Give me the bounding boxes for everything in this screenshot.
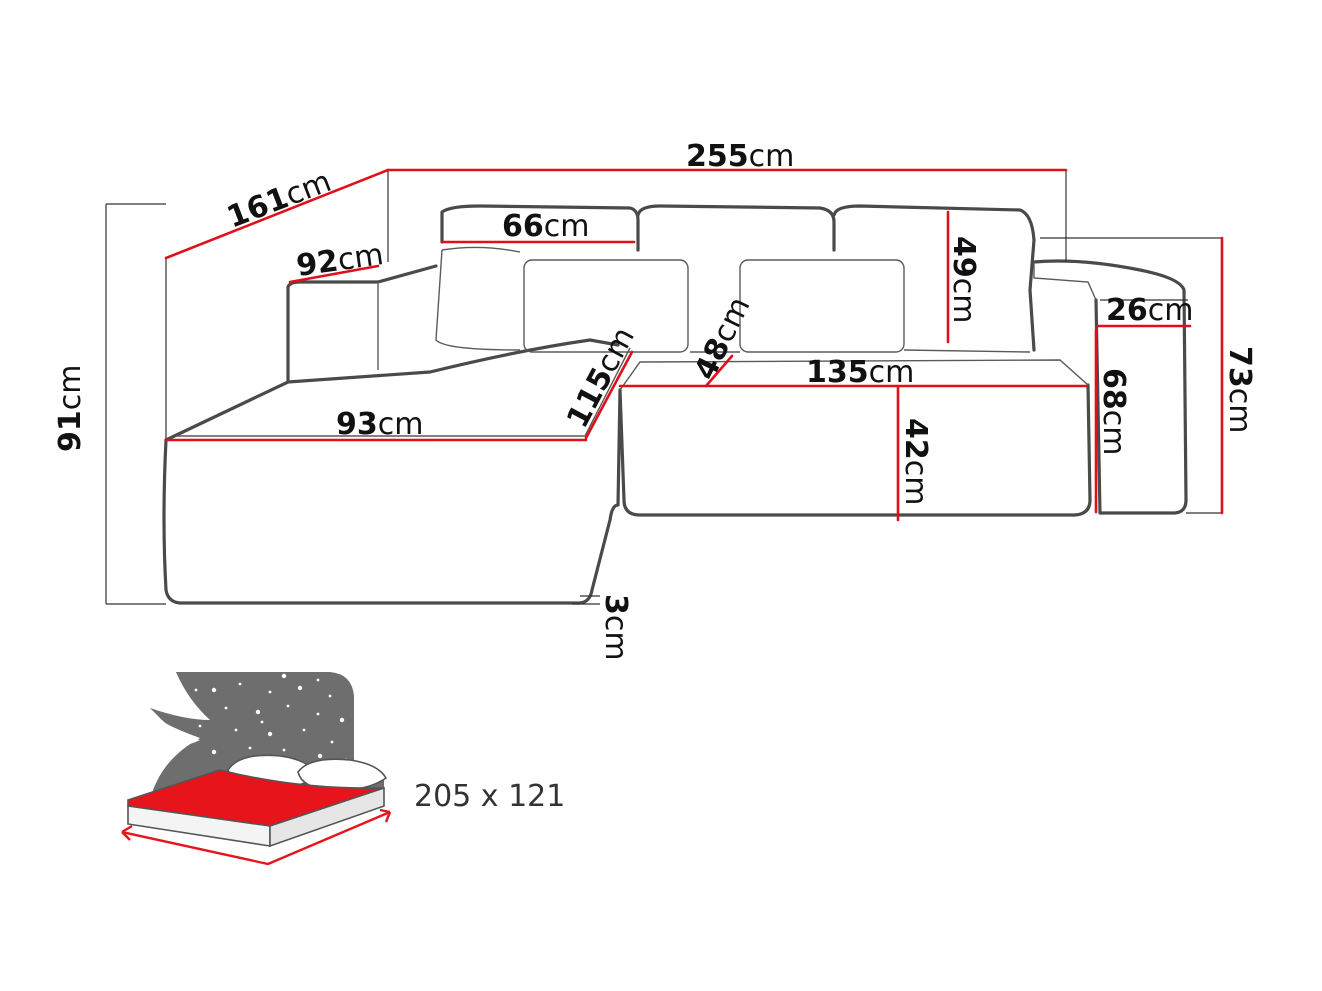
label-92: 92cm (294, 237, 385, 284)
star-icon (268, 690, 272, 694)
star-icon (286, 704, 290, 708)
dim-line-92 (288, 264, 380, 284)
star-icon (282, 748, 286, 752)
right-armrest-inner (1033, 262, 1097, 301)
mattress-end (269, 786, 385, 848)
star-icon (281, 673, 287, 679)
label-73: 73cm (1222, 346, 1257, 433)
back-cushion-3 (832, 204, 1036, 352)
star-icon (234, 728, 238, 732)
chaise-seat-edge (176, 347, 631, 437)
label-91: 91cm (53, 365, 88, 452)
dim-line-115 (584, 350, 634, 440)
label-68: 68cm (1096, 368, 1131, 455)
star-icon (317, 753, 323, 759)
label-161: 161cm (222, 164, 336, 236)
label-42: 42cm (898, 418, 933, 505)
label-26: 26cm (1106, 293, 1193, 328)
star-icon (328, 694, 332, 698)
star-icon (211, 687, 217, 693)
label-135: 135cm (806, 355, 914, 390)
star-icon (260, 720, 264, 724)
sofa-outline (162, 204, 1188, 605)
label-255: 255cm (686, 139, 794, 174)
dimension-labels: 255cm 161cm 92cm 66cm 49cm 26cm 73cm 68c… (53, 139, 1257, 661)
star-icon (316, 712, 320, 716)
star-icon (224, 706, 228, 710)
star-icon (316, 678, 320, 682)
main-seat-top (619, 359, 1089, 391)
star-icon (238, 682, 242, 686)
bed-size-label: 205 x 121 (414, 779, 565, 814)
chaise-seat-top (164, 338, 620, 442)
label-49: 49cm (946, 236, 981, 323)
throw-pillow-left (523, 259, 689, 353)
dimension-lines (164, 168, 1224, 522)
sleeping-function-icon: 205 x 121 (121, 672, 565, 866)
label-115: 115cm (560, 322, 642, 434)
bed-width-arrow (121, 808, 392, 866)
dim-line-161 (164, 168, 390, 260)
moon-icon (150, 708, 200, 746)
label-93: 93cm (336, 407, 423, 442)
label-3: 3cm (598, 594, 633, 661)
label-66: 66cm (502, 209, 589, 244)
main-seat-front (618, 383, 1092, 517)
left-armrest (286, 264, 438, 384)
star-icon (302, 728, 306, 732)
star-icon (211, 749, 217, 755)
back-cushion-2 (636, 204, 836, 252)
throw-pillow-right (739, 259, 905, 353)
back-cushion-right-lower (690, 349, 1031, 353)
star-icon (255, 709, 261, 715)
star-icon (194, 688, 198, 692)
chaise-front (162, 388, 622, 605)
star-icon (330, 740, 334, 744)
left-back-pillow (435, 246, 521, 351)
star-icon (297, 685, 303, 691)
label-48: 48cm (688, 292, 758, 386)
dim-line-48 (704, 354, 734, 388)
right-armrest (1032, 259, 1188, 515)
star-icon (267, 731, 273, 737)
star-icon (339, 717, 345, 723)
star-icon (248, 746, 252, 750)
star-icon (198, 724, 202, 728)
